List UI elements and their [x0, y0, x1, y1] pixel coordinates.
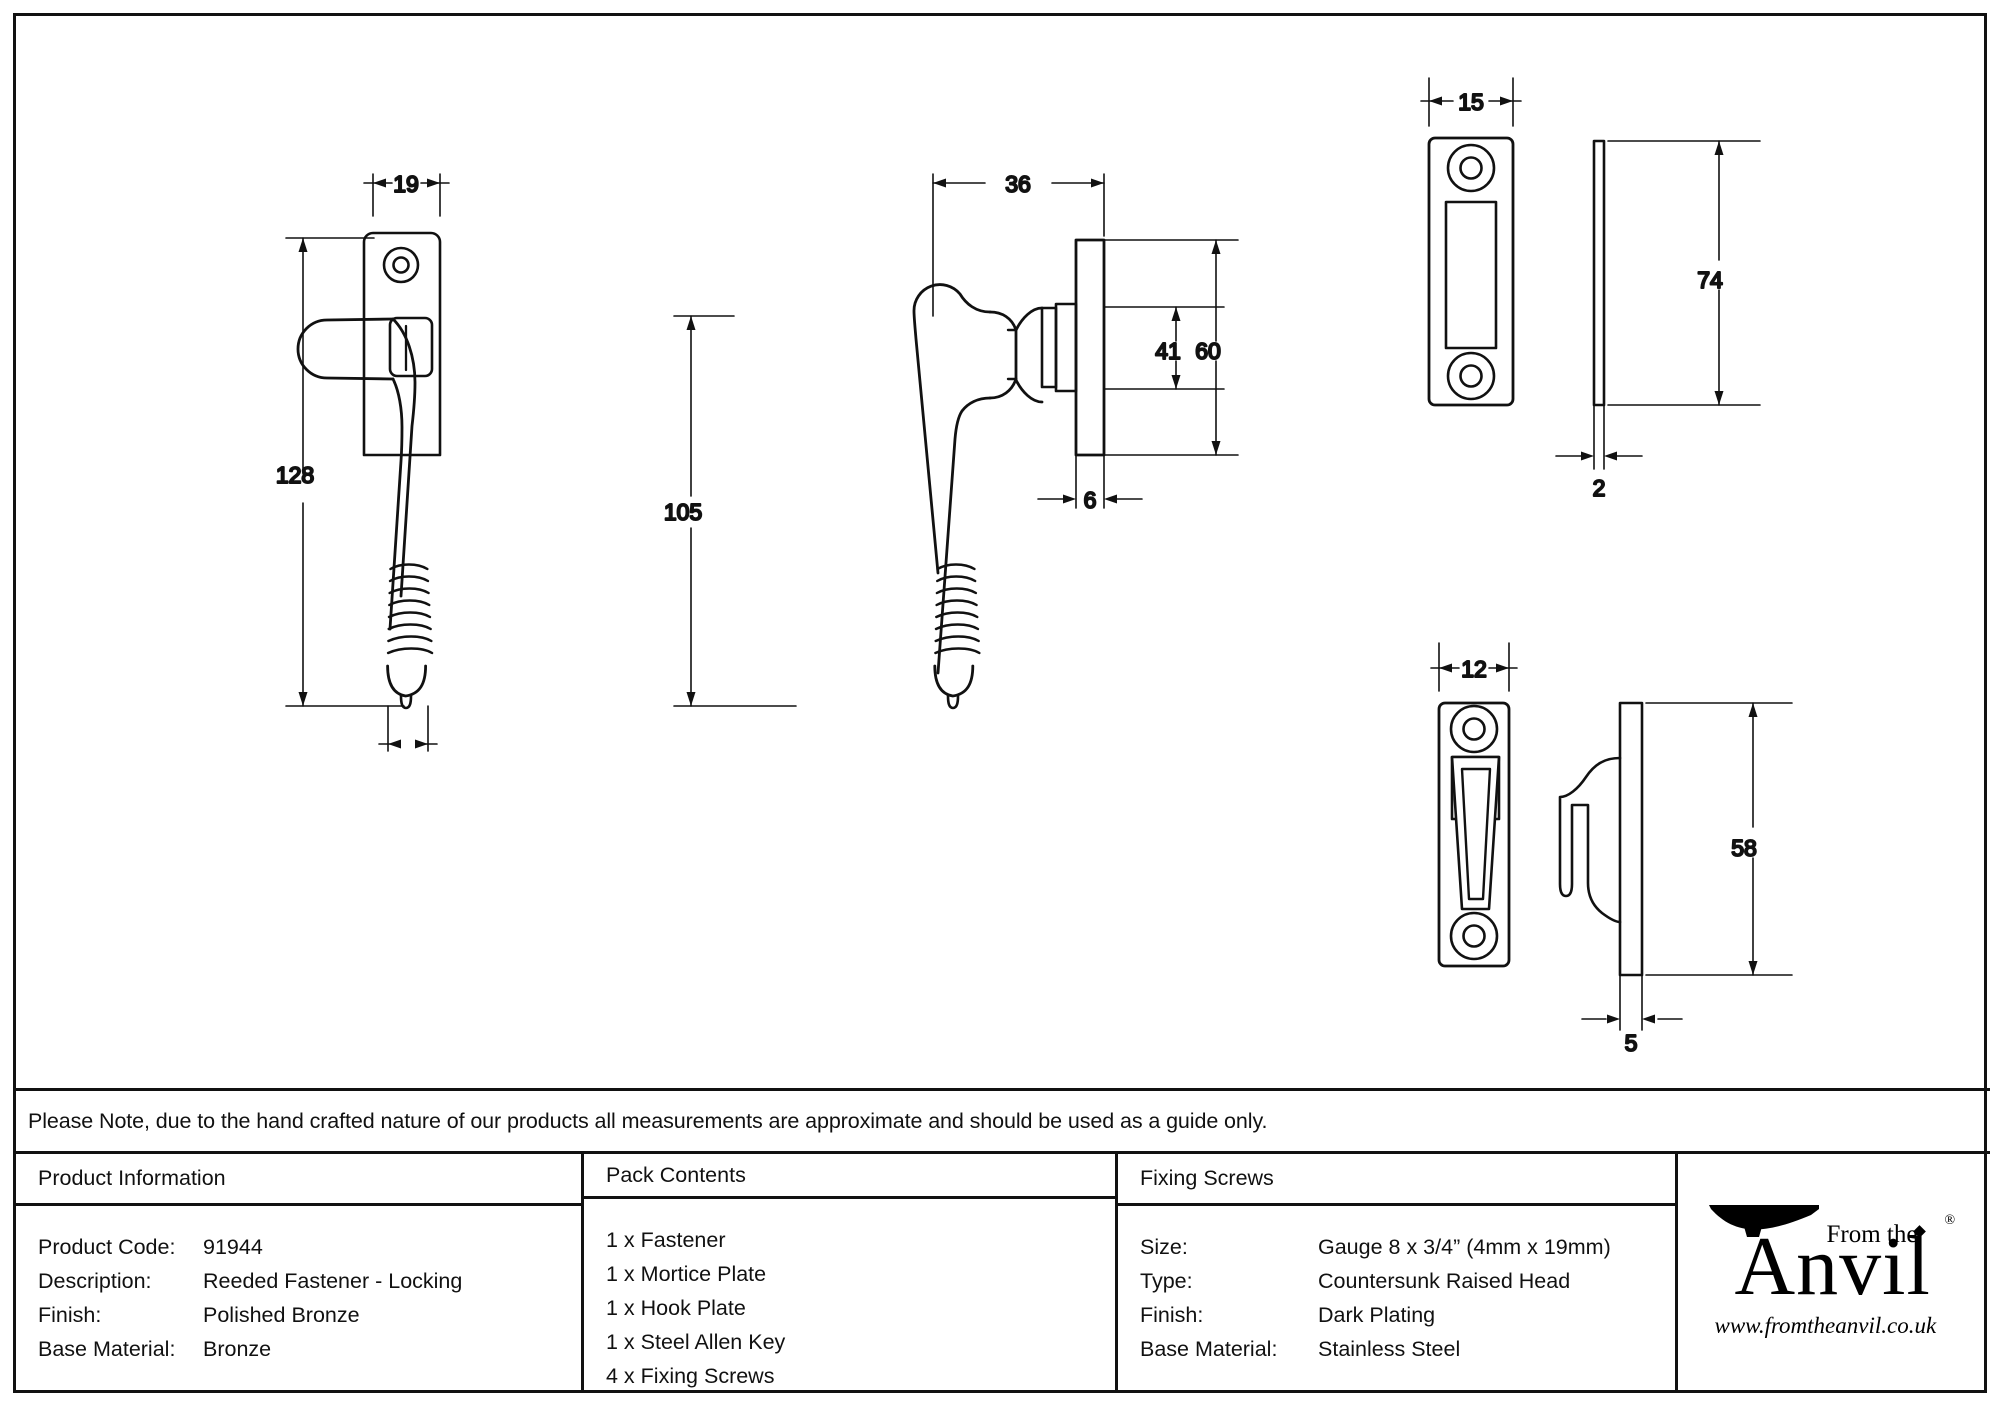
- brand-logo: From the Anvil ® www.fromtheanvil.co.uk: [1678, 1154, 1987, 1393]
- table-row: Finish: Polished Bronze: [38, 1298, 581, 1332]
- front-view-fastener: [296, 231, 442, 710]
- table-row: Base Material: Stainless Steel: [1140, 1332, 1675, 1366]
- description-value: Reeded Fastener - Locking: [203, 1269, 463, 1293]
- dimension-label-60: 60: [1195, 338, 1221, 364]
- dimension-60: [1103, 239, 1239, 456]
- product-code-label: Product Code:: [38, 1235, 176, 1259]
- technical-drawing-svg: 19 128: [275, 77, 1793, 1057]
- dimension-label-128: 128: [276, 462, 314, 488]
- table-row: Base Material: Bronze: [38, 1332, 581, 1366]
- column-brand-logo: From the Anvil ® www.fromtheanvil.co.uk: [1678, 1154, 1987, 1393]
- registered-trademark-icon: ®: [1944, 1212, 1956, 1228]
- table-row: Size: Gauge 8 x 3/4” (4mm x 19mm): [1140, 1230, 1675, 1264]
- dimension-41: [1103, 306, 1225, 390]
- screw-type-value: Countersunk Raised Head: [1318, 1269, 1571, 1293]
- dimension-label-58: 58: [1731, 835, 1757, 861]
- screw-finish-value: Dark Plating: [1318, 1303, 1436, 1327]
- base-material-value: Bronze: [203, 1337, 272, 1361]
- dimension-6: [1037, 454, 1143, 509]
- dimension-105: [673, 315, 797, 707]
- dimension-2: [1555, 404, 1643, 470]
- logo-anvil-text: Anvil: [1734, 1219, 1931, 1313]
- pack-contents-header: Pack Contents: [584, 1154, 1115, 1199]
- list-item: 1 x Steel Allen Key: [606, 1330, 786, 1354]
- dimension-label-6: 6: [1084, 487, 1097, 513]
- drawing-frame: 19 128: [13, 13, 1990, 1393]
- screw-size-value: Gauge 8 x 3/4” (4mm x 19mm): [1318, 1235, 1611, 1259]
- column-pack-contents: Pack Contents 1 x Fastener 1 x Mortice P…: [584, 1154, 1118, 1393]
- dimension-label-15: 15: [1458, 89, 1484, 115]
- anvil-icon: [1708, 1204, 1819, 1237]
- list-item: 1 x Hook Plate: [606, 1296, 746, 1320]
- mortice-plate-face-view: [1427, 136, 1515, 407]
- product-code-value: 91944: [203, 1235, 263, 1259]
- product-information-body: Product Code: 91944 Description: Reeded …: [16, 1206, 581, 1393]
- screw-finish-label: Finish:: [1140, 1303, 1204, 1327]
- dimension-label-105: 105: [664, 499, 702, 525]
- list-item: 1 x Mortice Plate: [606, 1262, 767, 1286]
- screw-base-material-label: Base Material:: [1140, 1337, 1278, 1361]
- screw-size-label: Size:: [1140, 1235, 1188, 1259]
- column-product-information: Product Information Product Code: 91944 …: [16, 1154, 584, 1393]
- dimension-5: [1581, 974, 1683, 1031]
- dimension-128: [285, 237, 405, 707]
- drawing-canvas: 19 128: [16, 16, 1990, 1088]
- pack-contents-body: 1 x Fastener 1 x Mortice Plate 1 x Hook …: [584, 1199, 1115, 1393]
- logo-from-the-text: From the: [1826, 1220, 1918, 1248]
- dimension-label-2: 2: [1593, 475, 1606, 501]
- table-row: Product Code: 91944: [38, 1230, 581, 1264]
- table-row: Type: Countersunk Raised Head: [1140, 1264, 1675, 1298]
- note-strip: Please Note, due to the hand crafted nat…: [16, 1088, 1990, 1151]
- screw-type-label: Type:: [1140, 1269, 1193, 1293]
- dimension-label-19: 19: [393, 171, 419, 197]
- base-material-label: Base Material:: [38, 1337, 176, 1361]
- list-item: 1 x Fastener: [606, 1228, 726, 1252]
- fixing-screws-header: Fixing Screws: [1118, 1154, 1675, 1206]
- finish-value: Polished Bronze: [203, 1303, 360, 1327]
- finish-label: Finish:: [38, 1303, 102, 1327]
- table-row: Finish: Dark Plating: [1140, 1298, 1675, 1332]
- note-text: Please Note, due to the hand crafted nat…: [28, 1108, 1268, 1133]
- description-label: Description:: [38, 1269, 152, 1293]
- screw-base-material-value: Stainless Steel: [1318, 1337, 1461, 1361]
- mortice-plate-edge-view: [1592, 139, 1606, 407]
- hook-plate-edge-view: [1558, 701, 1644, 977]
- dimension-label-74: 74: [1697, 267, 1723, 293]
- product-information-header: Product Information: [16, 1154, 581, 1206]
- dimension-15: [1420, 77, 1522, 127]
- table-row: Description: Reeded Fastener - Locking: [38, 1264, 581, 1298]
- dimension-36: [932, 173, 1105, 317]
- dimension-label-41: 41: [1155, 338, 1181, 364]
- column-fixing-screws: Fixing Screws Size: Gauge 8 x 3/4” (4mm …: [1118, 1154, 1678, 1393]
- dimension-label-12: 12: [1461, 656, 1487, 682]
- list-item: 4 x Fixing Screws: [606, 1364, 775, 1388]
- front-bottom-width-ticks: [378, 705, 438, 752]
- dimension-12: [1430, 642, 1518, 692]
- fixing-screws-body: Size: Gauge 8 x 3/4” (4mm x 19mm) Type: …: [1118, 1206, 1675, 1393]
- dimension-label-5: 5: [1625, 1030, 1638, 1056]
- info-table: Product Information Product Code: 91944 …: [16, 1151, 1990, 1393]
- dimension-19: [363, 173, 450, 217]
- dimension-label-36: 36: [1005, 171, 1031, 197]
- dimension-74: [1607, 140, 1761, 406]
- logo-url-text: www.fromtheanvil.co.uk: [1714, 1312, 1937, 1338]
- hook-plate-face-view: [1437, 701, 1511, 968]
- dimension-58: [1645, 702, 1793, 976]
